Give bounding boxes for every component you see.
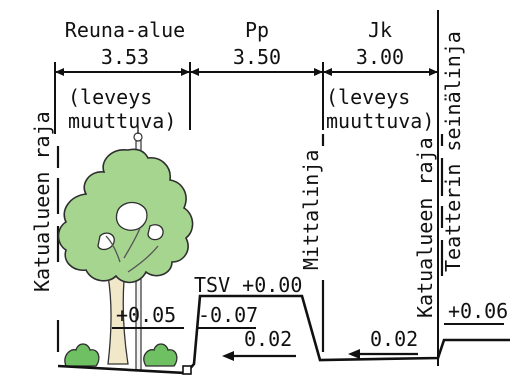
tree-branches — [105, 227, 159, 273]
width-note-reuna-line1: (leveys — [68, 85, 152, 109]
left-boundary-label: Katualueen raja — [30, 111, 54, 292]
level-curb: -0.07 — [198, 303, 258, 327]
section-name-jk: Jk — [368, 18, 392, 42]
arrowhead — [429, 68, 438, 76]
slope-arrow-pp — [222, 351, 296, 361]
dimension-line — [54, 10, 439, 366]
arrowhead — [314, 68, 323, 76]
slope-pp: 0.02 — [244, 327, 292, 351]
section-width-reuna-alue: 3.53 — [101, 45, 149, 69]
section-width-jk: 3.00 — [356, 45, 404, 69]
curb-marker — [182, 365, 192, 375]
tree-illustration — [57, 126, 194, 371]
slope-jk: 0.02 — [370, 327, 418, 351]
measure-line-label: Mittalinja — [299, 150, 323, 270]
shrub-left — [64, 343, 100, 367]
shrub-right — [143, 343, 178, 367]
arrowhead — [323, 68, 332, 76]
right-boundary-label: Katualueen raja — [413, 137, 437, 318]
level-wall: +0.06 — [448, 299, 508, 323]
dimension-arrowheads — [55, 68, 438, 76]
width-note-jk-line1: (leveys — [326, 85, 410, 109]
section-name-pp: Pp — [245, 18, 269, 42]
foliage-gap — [115, 201, 148, 231]
width-note-jk-line2: muuttuva) — [326, 109, 434, 133]
level-tsv: TSV +0.00 — [194, 273, 302, 297]
arrowhead — [55, 68, 64, 76]
foliage-gap — [147, 224, 164, 241]
level-edge: +0.05 — [116, 303, 176, 327]
width-note-reuna-line2: muuttuva) — [68, 109, 176, 133]
slope-arrow-jk — [348, 349, 418, 359]
arrowhead — [181, 68, 190, 76]
section-width-pp: 3.50 — [233, 45, 281, 69]
section-name-reuna-alue: Reuna-alue — [65, 18, 185, 42]
arrowhead — [190, 68, 199, 76]
foliage-gap — [97, 232, 115, 251]
theatre-wall-label: Teatterin seinälinja — [441, 31, 465, 272]
